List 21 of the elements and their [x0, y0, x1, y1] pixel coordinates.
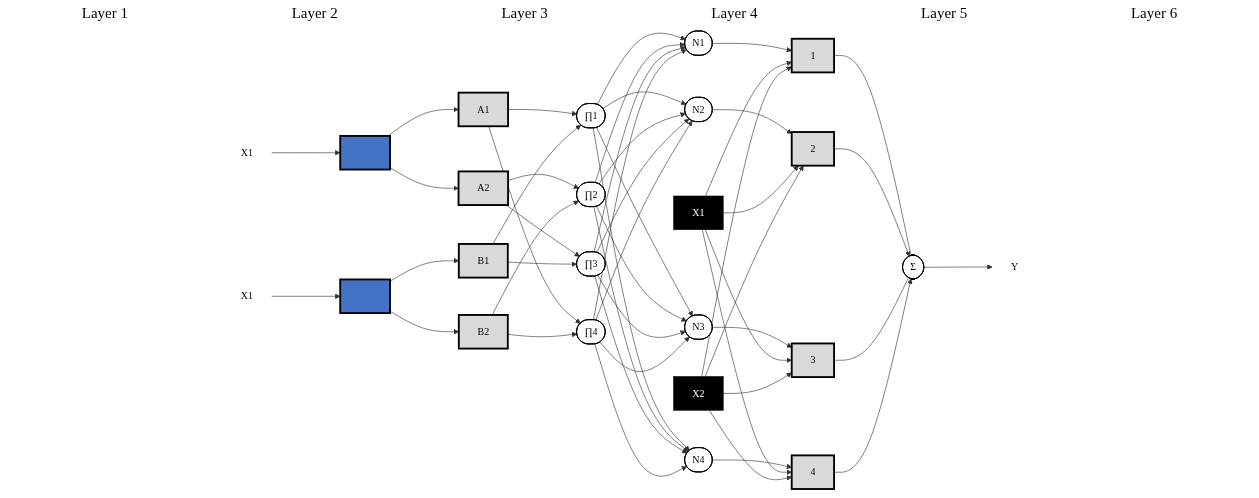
node-box: 3	[790, 342, 835, 378]
layer-label: Layer 4	[711, 4, 758, 22]
layer-label: Layer 3	[501, 4, 548, 22]
node-box: B1	[457, 243, 509, 279]
node-box: 4	[790, 454, 835, 490]
layer-label: Layer 1	[81, 4, 129, 22]
node-box: B2	[457, 314, 509, 350]
layer-label: Layer 5	[921, 4, 968, 22]
node-box	[339, 135, 391, 171]
layer-label: Layer 6	[1130, 4, 1178, 22]
node-box: X1	[673, 195, 724, 230]
node-box: 1	[790, 37, 835, 74]
node-text: X1	[240, 147, 254, 158]
node-box: A2	[457, 170, 509, 206]
node-text: X1	[240, 290, 254, 302]
node-box: 2	[790, 131, 835, 167]
node-box: A1	[457, 91, 509, 128]
node-box: X2	[673, 376, 724, 411]
node-text: Y	[1010, 261, 1019, 272]
node-box	[339, 278, 391, 315]
layer-label: Layer 2	[291, 4, 338, 22]
